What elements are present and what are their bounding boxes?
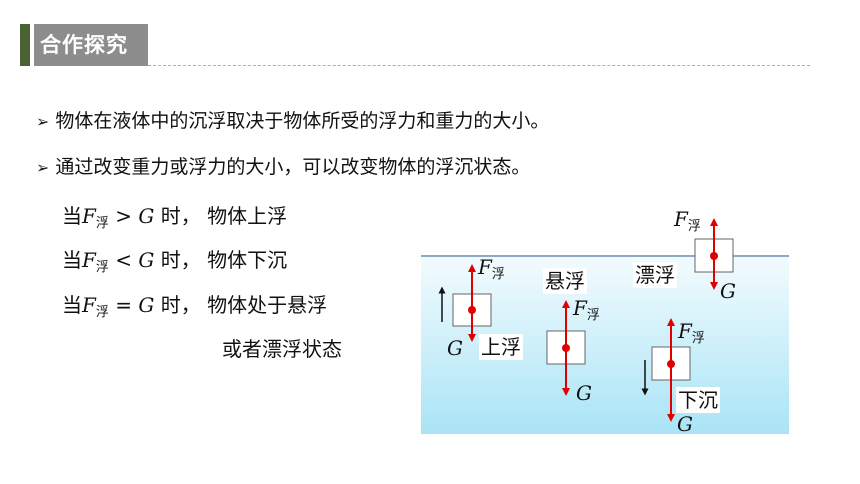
force-label-buoyancy-float: F浮 xyxy=(674,207,701,234)
force-label-gravity-float: G xyxy=(720,279,736,303)
label-rise: 上浮 xyxy=(479,334,523,360)
bullet-1: ➢ 物体在液体中的沉浮取决于物体所受的浮力和重力的大小。 xyxy=(36,106,549,133)
force-label-buoyancy-sink: F浮 xyxy=(678,319,705,346)
force-subscript: 浮 xyxy=(95,260,109,275)
force-label-buoyancy-rise: F浮 xyxy=(478,255,505,282)
condition-extra: 或者漂浮状态 xyxy=(222,337,342,361)
condition-1: 当F浮 > G 时， 物体上浮 xyxy=(62,204,288,231)
force-symbol: F xyxy=(82,204,96,228)
gravity-symbol: G xyxy=(138,293,155,317)
condition-result: 时， 物体上浮 xyxy=(154,204,288,228)
force-label-gravity-rise: G xyxy=(447,336,463,360)
condition-2: 当F浮 < G 时， 物体下沉 xyxy=(62,248,288,275)
operator: = xyxy=(108,293,139,317)
center-dot-rise xyxy=(468,306,476,314)
page-title: 合作探究 xyxy=(40,33,128,57)
label-sink: 下沉 xyxy=(676,387,720,413)
force-subscript: 浮 xyxy=(95,305,109,320)
condition-3: 当F浮 = G 时， 物体处于悬浮 xyxy=(62,293,328,320)
bullet-arrow-icon: ➢ xyxy=(36,112,50,131)
force-label-gravity-suspend: G xyxy=(576,381,592,405)
center-dot-suspend xyxy=(562,344,570,352)
header-box xyxy=(34,24,148,66)
center-dot-sink xyxy=(667,360,675,368)
force-label-buoyancy-suspend: F浮 xyxy=(573,296,600,323)
force-symbol: F xyxy=(82,293,96,317)
force-label-gravity-sink: G xyxy=(677,412,693,436)
gravity-symbol: G xyxy=(138,248,155,272)
operator: > xyxy=(108,204,139,228)
bullet-1-text: 物体在液体中的沉浮取决于物体所受的浮力和重力的大小。 xyxy=(55,110,550,132)
condition-result: 时， 物体处于悬浮 xyxy=(154,293,328,317)
gravity-symbol: G xyxy=(138,204,155,228)
header-accent-bar xyxy=(20,24,30,66)
center-dot-float xyxy=(710,252,718,260)
force-subscript: 浮 xyxy=(95,216,109,231)
header-divider xyxy=(148,65,810,66)
bullet-2-text: 通过改变重力或浮力的大小，可以改变物体的浮沉状态。 xyxy=(55,156,531,178)
force-symbol: F xyxy=(82,248,96,272)
label-suspend: 悬浮 xyxy=(543,268,587,294)
label-float: 漂浮 xyxy=(633,262,677,288)
operator: < xyxy=(108,248,139,272)
bullet-arrow-icon: ➢ xyxy=(36,158,50,177)
condition-result: 时， 物体下沉 xyxy=(154,248,288,272)
bullet-2: ➢ 通过改变重力或浮力的大小，可以改变物体的浮沉状态。 xyxy=(36,152,530,179)
